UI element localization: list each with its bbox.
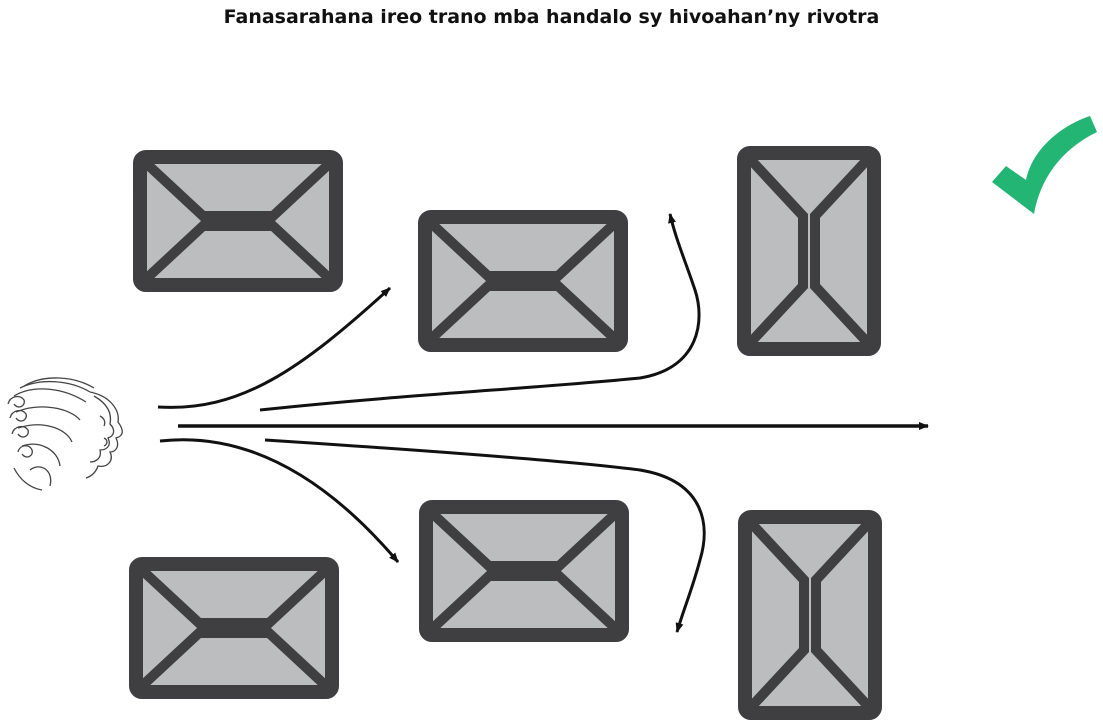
flow-up-left	[157, 286, 392, 409]
wind-face-icon	[7, 377, 123, 491]
building-top-left	[140, 157, 336, 285]
flow-up-around	[259, 213, 701, 412]
building-middle-bottom	[426, 507, 622, 635]
diagram-title: Fanasarahana ireo trano mba handalo sy h…	[223, 6, 880, 28]
building-right-top	[744, 153, 874, 349]
checkmark-icon	[992, 116, 1097, 214]
building-bottom-left	[136, 564, 332, 692]
flow-down-left	[159, 438, 400, 563]
building-middle-top	[425, 217, 621, 345]
flow-down-around	[264, 438, 706, 633]
building-right-bottom	[745, 517, 875, 713]
